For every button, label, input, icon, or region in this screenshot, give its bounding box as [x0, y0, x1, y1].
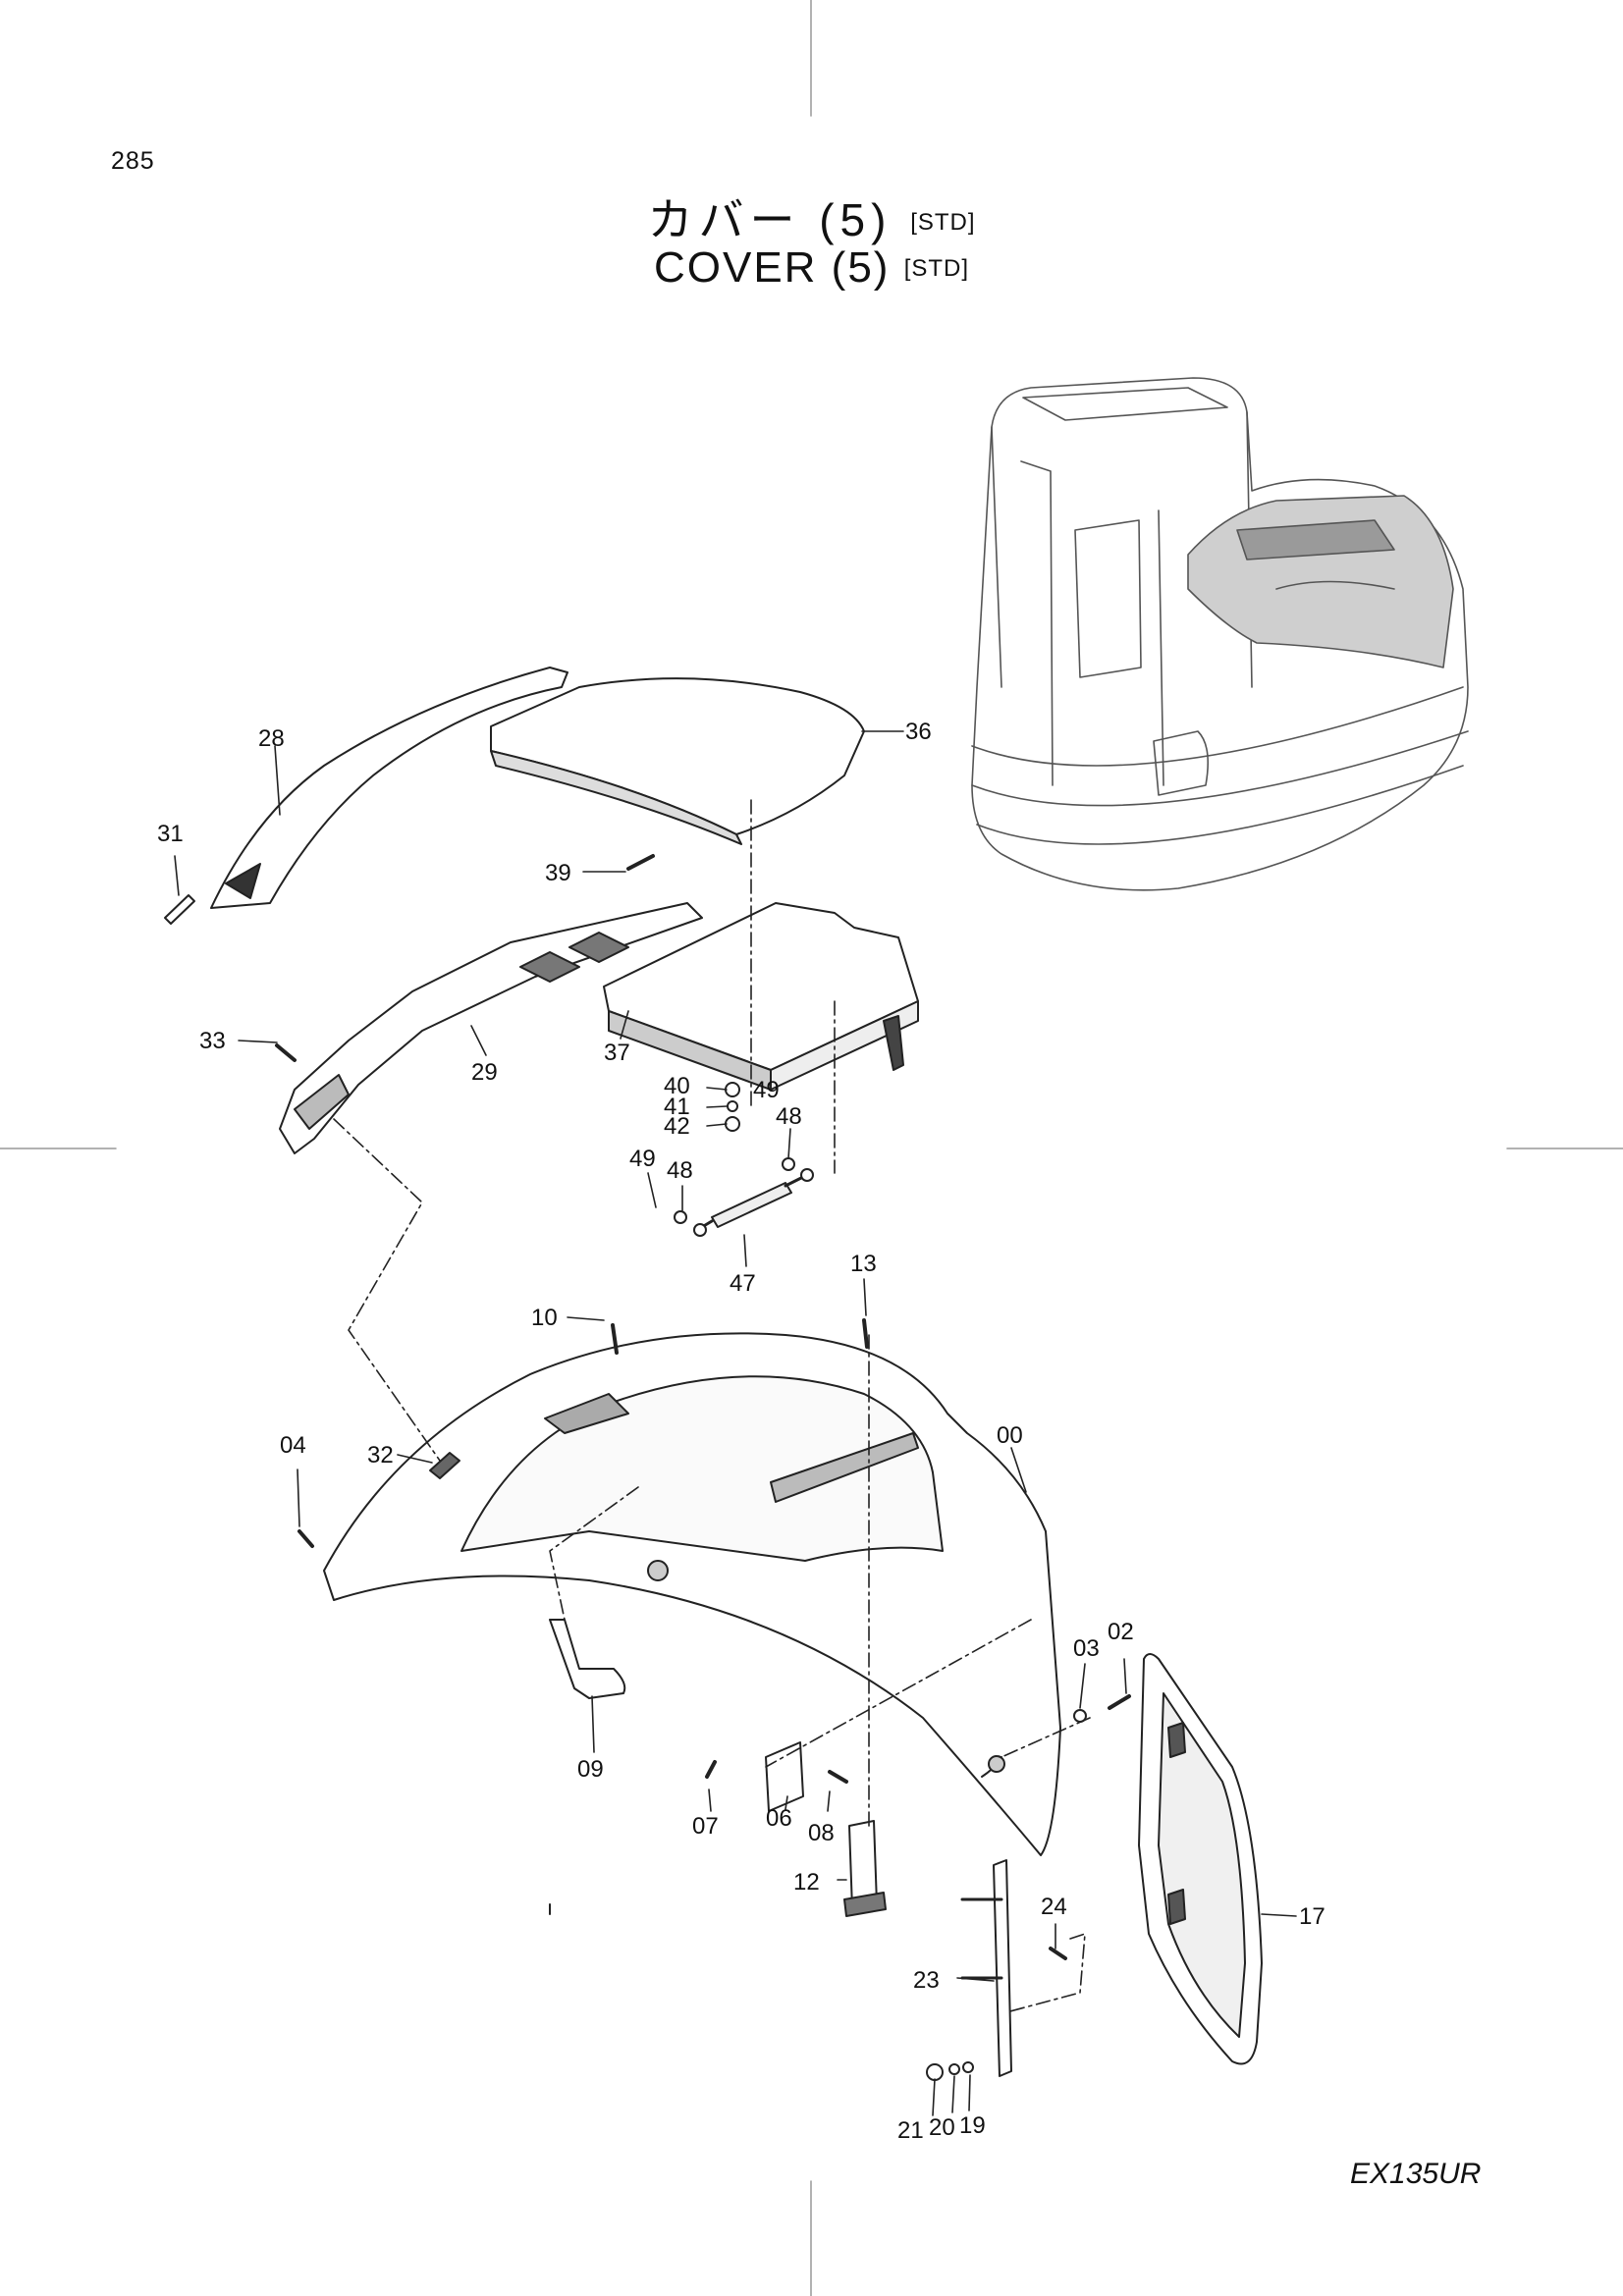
title-jp-line: カバー (5) [STD] — [0, 185, 1623, 249]
callout-20: 20 — [929, 2114, 955, 2141]
title-jp-tag: [STD] — [910, 209, 976, 236]
callout-09: 09 — [577, 1756, 604, 1783]
callout-33: 33 — [199, 1028, 226, 1054]
callout-02: 02 — [1108, 1619, 1134, 1645]
callout-17: 17 — [1299, 1903, 1325, 1930]
alignment-lines — [333, 799, 1091, 2013]
part-12-block — [843, 1820, 887, 1917]
part-37-panel — [603, 902, 919, 1091]
part-06-bracket — [765, 1741, 804, 1812]
callout-07: 07 — [692, 1813, 719, 1840]
callout-12: 12 — [793, 1869, 820, 1896]
title-en-line: COVER (5) [STD] — [0, 243, 1623, 293]
callout-32: 32 — [367, 1442, 394, 1468]
callout-08: 08 — [808, 1820, 835, 1846]
part-47-gas-strut — [693, 1168, 814, 1237]
callout-19: 19 — [959, 2112, 986, 2139]
callout-04: 04 — [280, 1432, 306, 1459]
part-09-bracket — [549, 1619, 626, 1699]
callout-40: 40 — [664, 1073, 690, 1099]
callout-13: 13 — [850, 1251, 877, 1277]
callout-41: 41 — [664, 1094, 690, 1120]
callout-37: 37 — [604, 1040, 630, 1066]
title-jp: カバー (5) — [647, 194, 893, 245]
callout-49-left: 49 — [629, 1146, 656, 1172]
callout-28: 28 — [258, 725, 285, 752]
machine-overview — [971, 377, 1469, 891]
part-36-top-cover — [490, 677, 865, 845]
model-label: EX135UR — [1350, 2158, 1482, 2190]
fasteners — [164, 854, 1131, 2081]
page-number: 285 — [111, 147, 155, 175]
callout-10: 10 — [531, 1305, 558, 1331]
callout-49-top: 49 — [753, 1077, 780, 1103]
leader-lines — [174, 730, 1297, 2116]
callout-48-right: 48 — [776, 1103, 802, 1130]
part-17-side-door — [1138, 1653, 1263, 2065]
callout-03: 03 — [1073, 1635, 1100, 1662]
callout-29: 29 — [471, 1059, 498, 1086]
title-en-tag: [STD] — [903, 255, 970, 282]
callout-39: 39 — [545, 860, 571, 886]
callout-21: 21 — [897, 2117, 924, 2144]
callout-00: 00 — [997, 1422, 1023, 1449]
callout-06: 06 — [766, 1805, 792, 1832]
title-en: COVER (5) — [653, 243, 891, 292]
part-00-main-cover — [323, 1332, 1061, 1915]
part-28-cover — [210, 667, 568, 909]
callout-24: 24 — [1041, 1894, 1067, 1920]
part-29-hinge — [279, 902, 703, 1154]
callout-42: 42 — [664, 1113, 690, 1140]
callout-48-left: 48 — [667, 1157, 693, 1184]
callout-labels: 28 36 31 39 33 29 37 40 49 41 42 48 49 4… — [157, 719, 1325, 2144]
callout-36: 36 — [905, 719, 932, 745]
part-23-bracket — [960, 1859, 1012, 2077]
callout-31: 31 — [157, 821, 184, 847]
callout-23: 23 — [913, 1967, 940, 1994]
callout-47: 47 — [730, 1270, 756, 1297]
